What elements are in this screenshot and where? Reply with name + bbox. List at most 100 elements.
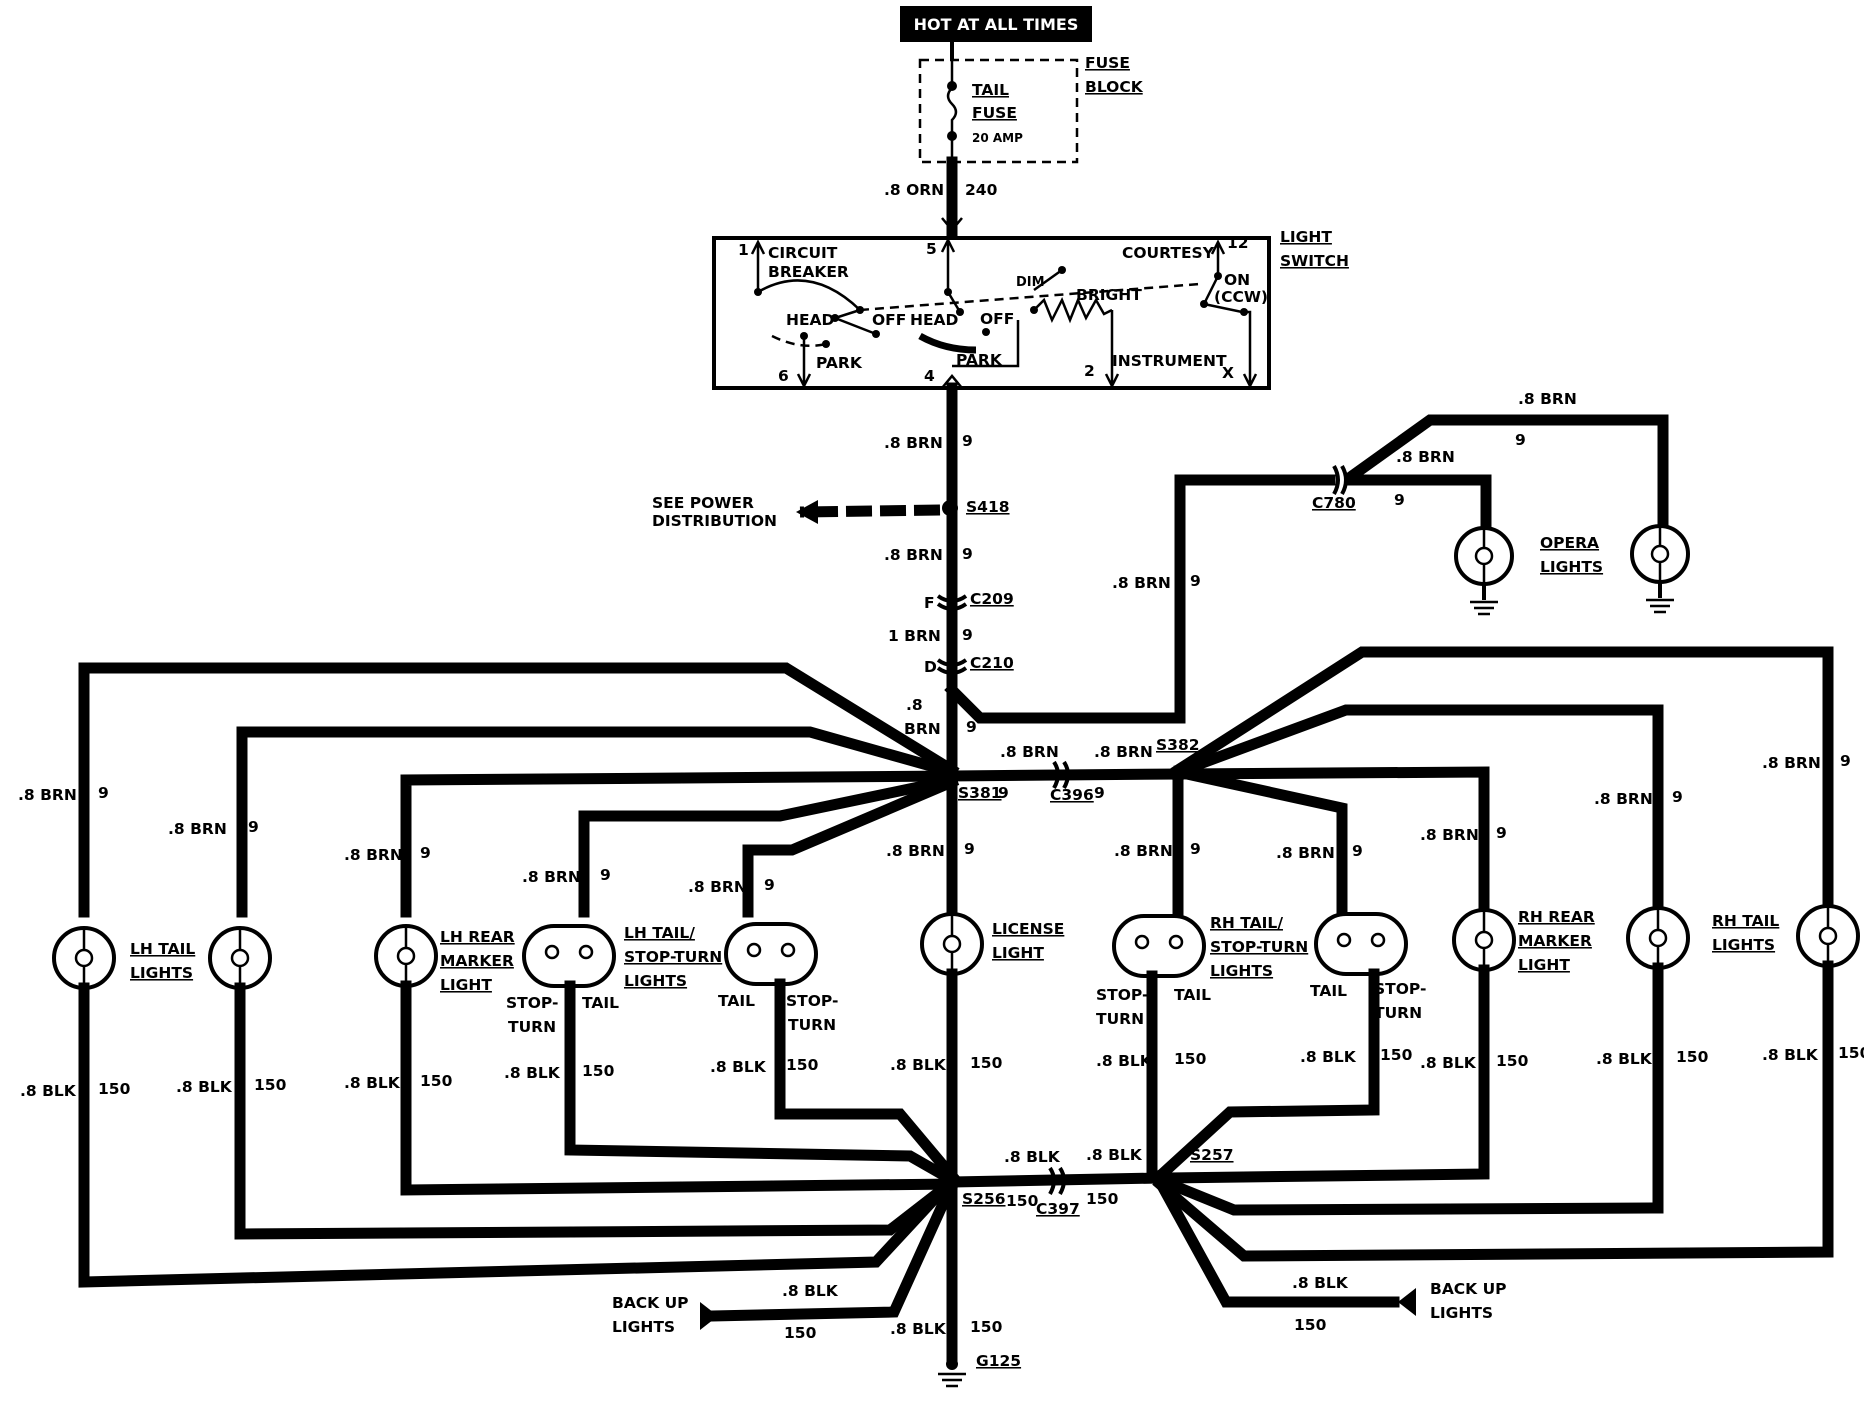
wire-label-brn-a: .8 (906, 696, 923, 714)
wire-label-brn-lh-st-a: .8 BRN (522, 868, 581, 886)
wire-9-rh-marker (1172, 766, 1490, 918)
circuit-9-label-c780: 9 (1190, 572, 1201, 590)
rh-st2-tail-label: TAIL (1310, 982, 1347, 1000)
lh-stopturn-light (522, 924, 616, 988)
wire-150-lh-marker (400, 980, 958, 1196)
tail-fuse-element (946, 60, 958, 162)
rh-tail-label-2: LIGHTS (1712, 936, 1775, 954)
terminal-4-label: 4 (924, 367, 935, 385)
wire-9-lh-tail-outer (78, 662, 960, 918)
connector-c397 (1048, 1166, 1066, 1195)
distribution-label: DISTRIBUTION (652, 512, 777, 530)
ccw-label: (CCW) (1214, 288, 1268, 306)
c150-rh-marker: 150 (1496, 1052, 1529, 1070)
rh-tail-label-1: RH TAIL (1712, 912, 1779, 930)
wire-label-blk-g125: .8 BLK (890, 1320, 947, 1338)
c150-rh-tail-i: 150 (1676, 1048, 1709, 1066)
wire-9-s381-s382 (946, 768, 1184, 782)
c397-label: C397 (1036, 1200, 1080, 1218)
c9-lh-st-a: 9 (600, 866, 611, 884)
head-label-2: HEAD (910, 311, 959, 329)
rh-st-turn-label: TURN (1096, 1010, 1144, 1028)
ground-g125-terminal (946, 1358, 958, 1370)
connector-c209 (936, 594, 968, 611)
c9-lh-marker: 9 (420, 844, 431, 862)
wire-label-blk-rh-marker: .8 BLK (1420, 1054, 1477, 1072)
wire-label-brn-c396-r: .8 BRN (1094, 743, 1153, 761)
dim-label: DIM (1016, 275, 1045, 290)
lh-stopturn-label-1: LH TAIL/ (624, 924, 695, 942)
wire-9-opera-left (1346, 474, 1492, 532)
opera-light-left (1454, 526, 1514, 616)
terminal-5-label: 5 (926, 240, 937, 258)
lh-marker-label-1: LH REAR (440, 928, 515, 946)
off-label-2: OFF (980, 310, 1014, 328)
wire-label-blk-backup-rh: .8 BLK (1292, 1274, 1349, 1292)
wire-label-brn-lh-tail-o: .8 BRN (18, 786, 77, 804)
tail-fuse-label-1: TAIL (972, 81, 1009, 99)
wire-label-brn-rh-tail-o: .8 BRN (1762, 754, 1821, 772)
lh-st2-tail-label: TAIL (718, 992, 755, 1010)
wire-label-blk-c397-r: .8 BLK (1086, 1146, 1143, 1164)
lh-marker-label-3: LIGHT (440, 976, 492, 994)
wire-label-blk-backup-lh: .8 BLK (782, 1282, 839, 1300)
lh-stopturn-light-2 (724, 922, 818, 986)
wire-9-lh-marker (400, 770, 958, 918)
instrument-label: INSTRUMENT (1112, 352, 1227, 370)
c9-rh-tail-o: 9 (1840, 752, 1851, 770)
lh-tail-label-2: LIGHTS (130, 964, 193, 982)
wire-label-brn-b: BRN (904, 720, 941, 738)
c210-pin-label: D (924, 658, 937, 676)
c150-rh-st-a: 150 (1174, 1050, 1207, 1068)
lh-st2-turn-label: TURN (788, 1016, 836, 1034)
terminal-x-label: X (1222, 364, 1234, 382)
wire-240-size: .8 ORN (884, 181, 944, 199)
c150-rh-tail-o: 150 (1838, 1044, 1864, 1062)
wire-label-brn-lh-st-b: .8 BRN (688, 878, 747, 896)
wire-label-blk-lh-tail-o: .8 BLK (20, 1082, 77, 1100)
breaker-label: BREAKER (768, 263, 849, 281)
tail-fuse-label-2: FUSE (972, 104, 1017, 122)
wire-label-blk-rh-tail-o: .8 BLK (1762, 1046, 1819, 1064)
lh-st2-stop-label: STOP- (786, 992, 838, 1010)
c150-rh-st-b: 150 (1380, 1046, 1413, 1064)
hot-at-all-times-label: HOT AT ALL TIMES (914, 15, 1079, 34)
wire-label-blk-rh-st-a: .8 BLK (1096, 1052, 1153, 1070)
c210-label: C210 (970, 654, 1014, 672)
c396-label: C396 (1050, 786, 1094, 804)
circuit-9-label-opera-r: 9 (1515, 431, 1526, 449)
lh-rear-marker-light (374, 924, 438, 988)
terminal-6-label: 6 (778, 367, 789, 385)
c9-rh-tail-i: 9 (1672, 788, 1683, 806)
off-label-1: OFF (872, 311, 906, 329)
g125-label: G125 (976, 1352, 1021, 1370)
wire-label-blk-rh-st-b: .8 BLK (1300, 1048, 1357, 1066)
wire-label-brn-1: .8 BRN (884, 434, 943, 452)
opera-label-1: OPERA (1540, 534, 1599, 552)
splice-s418 (942, 500, 958, 516)
dimmer-rheostat (1033, 296, 1113, 324)
c9-lh-st-b: 9 (764, 876, 775, 894)
wire-150-rh-tail-inner (1152, 962, 1664, 1216)
park-label-1: PARK (816, 354, 863, 372)
connector-c780 (1332, 465, 1348, 495)
wire-label-brn-c396-l: .8 BRN (1000, 743, 1059, 761)
wire-150-rh-marker (1158, 964, 1490, 1184)
wire-label-blk-lh-marker: .8 BLK (344, 1074, 401, 1092)
c209-label: C209 (970, 590, 1014, 608)
s381-label: S381 (958, 784, 1002, 802)
fuse-block-label-1: FUSE (1085, 54, 1130, 72)
rh-stopturn-light (1112, 914, 1206, 978)
lh-marker-label-2: MARKER (440, 952, 514, 970)
rh-stopturn-label-2: STOP-TURN (1210, 938, 1308, 956)
backup-rh-label-1: BACK UP (1430, 1280, 1507, 1298)
rh-tail-light-inner (1626, 906, 1690, 970)
fuse-terminal-top (947, 81, 957, 91)
rh-marker-label-1: RH REAR (1518, 908, 1595, 926)
circuit-breaker-arc (757, 279, 861, 311)
wire-9-opera-right (1344, 414, 1669, 532)
head-label-1: HEAD (786, 311, 835, 329)
terminal-6-arrow (796, 336, 812, 389)
lh-stopturn-label-2: STOP-TURN (624, 948, 722, 966)
wire-label-brn-rh-tail-i: .8 BRN (1594, 790, 1653, 808)
